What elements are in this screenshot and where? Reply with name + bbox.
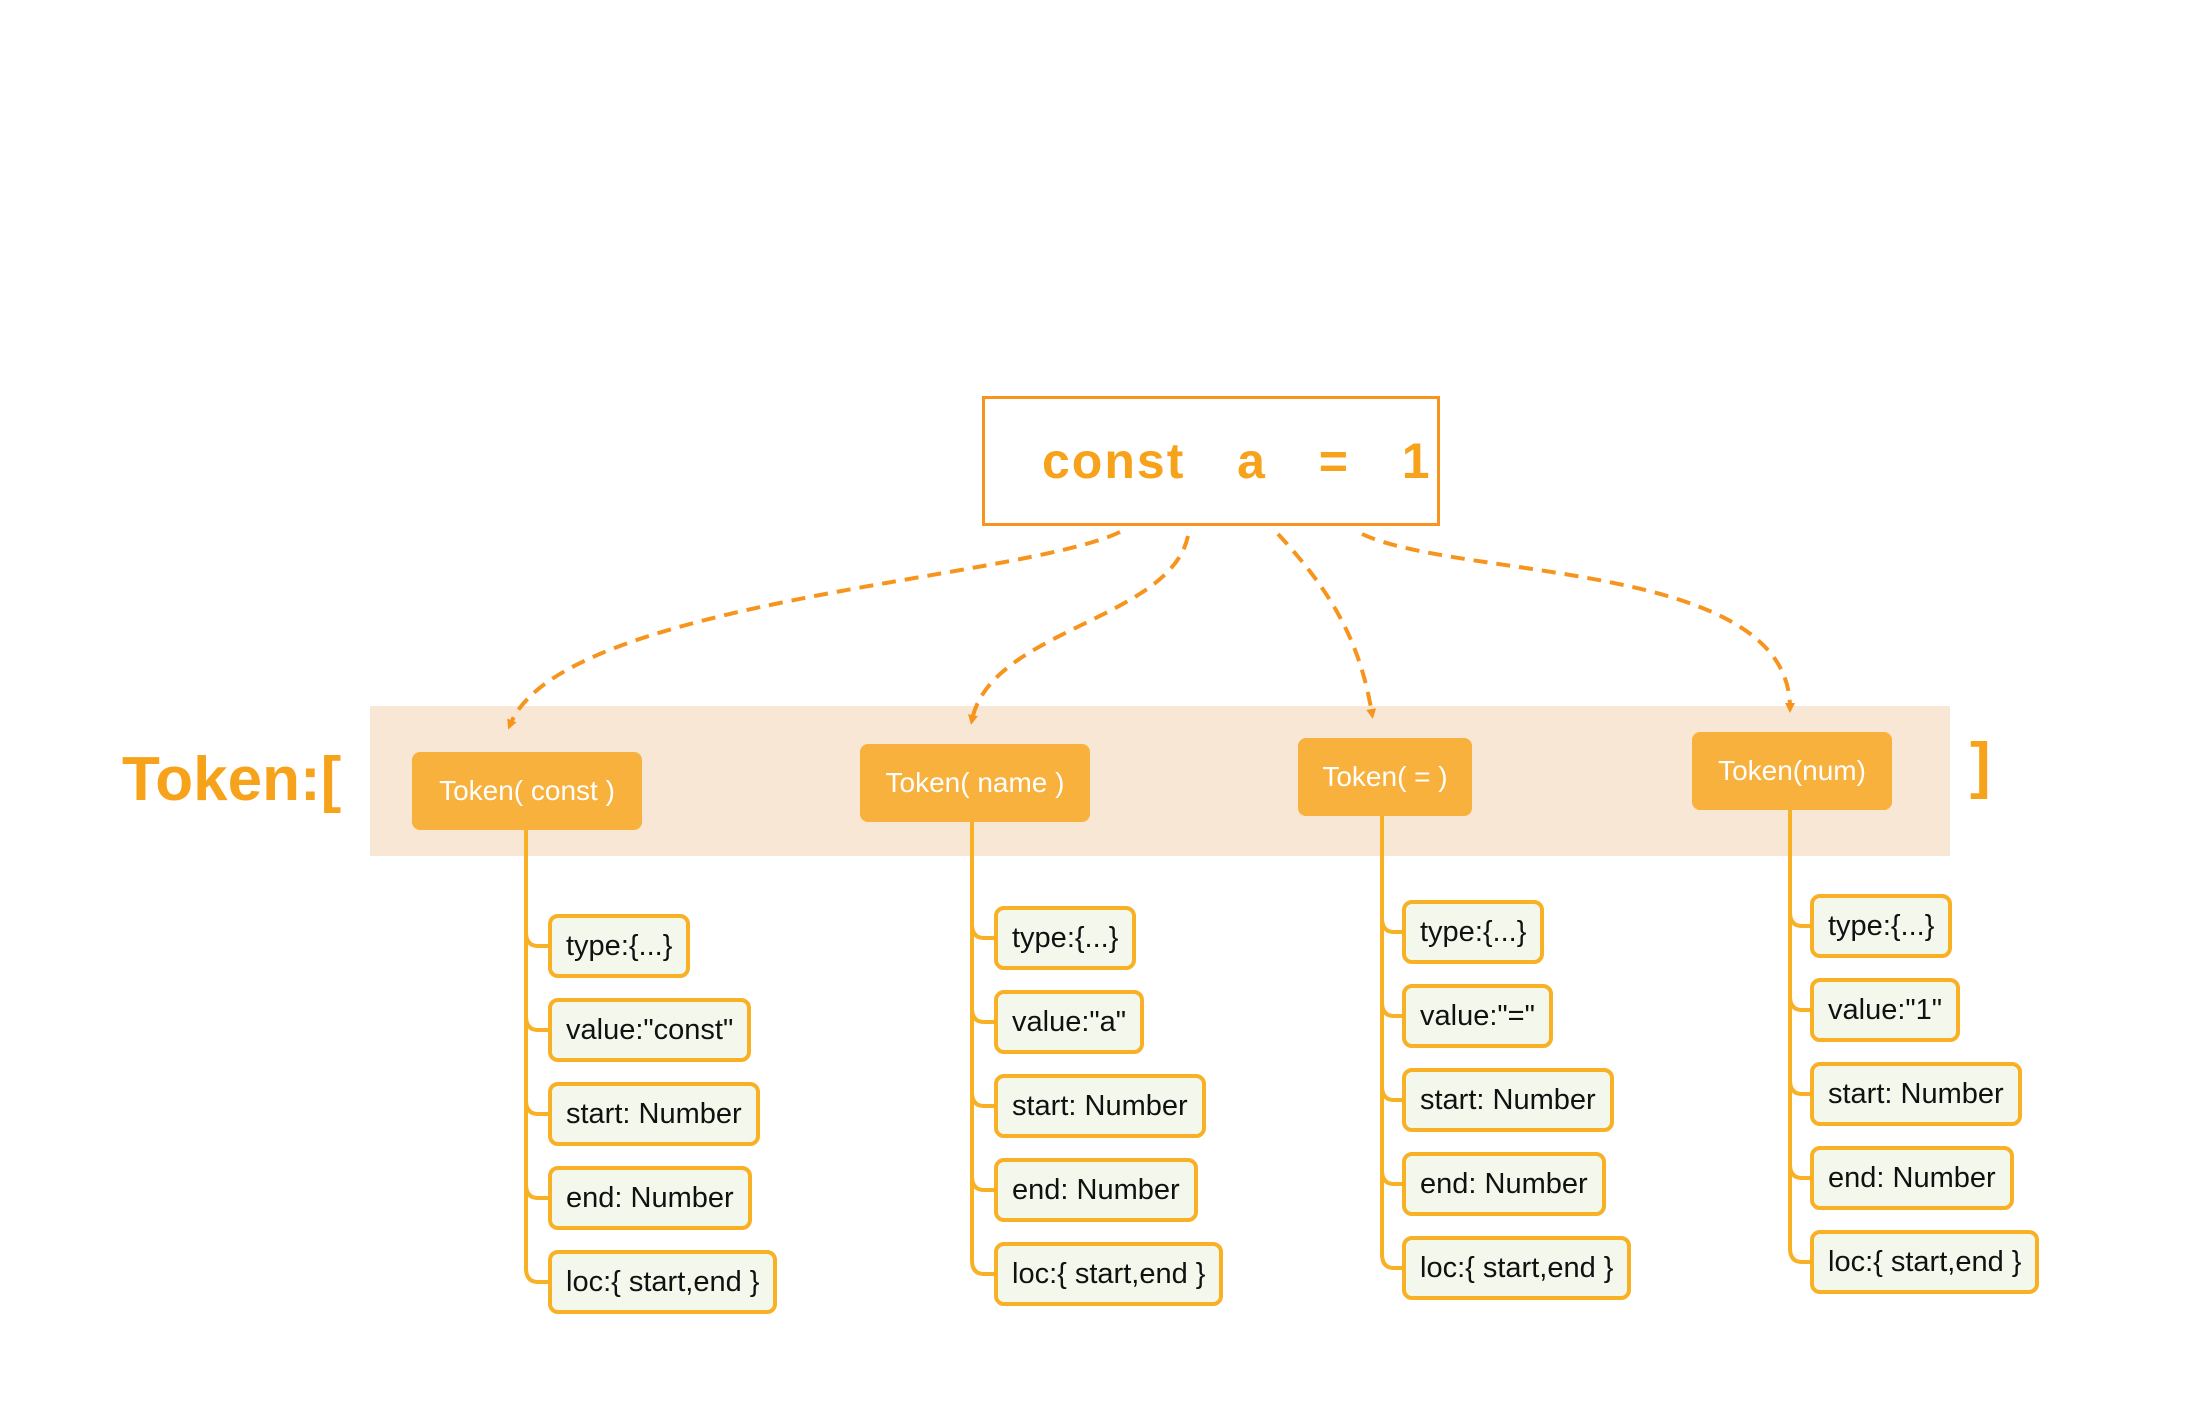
tree-token-name-branch (970, 1091, 996, 1108)
tree-token-const-branch (524, 1015, 550, 1032)
token-equals: Token( = ) (1298, 738, 1472, 816)
token-array-open: Token:[ (122, 745, 342, 814)
token-num: Token(num) (1692, 732, 1892, 810)
tree-token-num-branch (1788, 1163, 1812, 1180)
source-code-box (982, 396, 1440, 526)
tree-token-num-branch (1788, 911, 1812, 928)
token-equals-type: type:{...} (1402, 900, 1545, 964)
token-num-type: type:{...} (1810, 894, 1953, 958)
tree-token-name-branch (970, 1175, 996, 1192)
tree-token-const-branch (524, 1099, 550, 1116)
token-name-start: start: Number (994, 1074, 1206, 1138)
tree-token-name-branch (970, 923, 996, 940)
arrow-to-token-num (1361, 532, 1795, 713)
token-name-end: end: Number (994, 1158, 1198, 1222)
tree-token-const-branch (524, 1267, 550, 1284)
tree-token-num-branch (1788, 1247, 1812, 1264)
token-name: Token( name ) (860, 744, 1090, 822)
token-equals-start: start: Number (1402, 1068, 1614, 1132)
token-num-end: end: Number (1810, 1146, 2014, 1210)
token-num-start: start: Number (1810, 1062, 2022, 1126)
token-const-start: start: Number (548, 1082, 760, 1146)
source-code: const a = 1 (1042, 433, 1432, 489)
token-name-type: type:{...} (994, 906, 1137, 970)
tree-token-equals-branch (1380, 1169, 1404, 1186)
token-name-loc: loc:{ start,end } (994, 1242, 1224, 1306)
token-const-loc: loc:{ start,end } (548, 1250, 778, 1314)
tree-token-num-branch (1788, 1079, 1812, 1096)
tree-token-name-branch (970, 1007, 996, 1024)
token-num-loc: loc:{ start,end } (1810, 1230, 2040, 1294)
arrow-to-token-equals (1276, 532, 1377, 719)
arrow-to-token-const (507, 530, 1121, 730)
tree-token-equals-branch (1380, 1085, 1404, 1102)
tree-token-const-branch (524, 1183, 550, 1200)
token-name-value: value:"a" (994, 990, 1145, 1054)
tree-token-equals-branch (1380, 1253, 1404, 1270)
token-array-close: ] (1970, 731, 1991, 800)
token-const-end: end: Number (548, 1166, 752, 1230)
arrow-to-token-name (968, 535, 1190, 725)
tree-token-const-branch (524, 931, 550, 948)
tree-token-num-branch (1788, 995, 1812, 1012)
tree-token-equals-branch (1380, 917, 1404, 934)
token-num-value: value:"1" (1810, 978, 1961, 1042)
tree-token-equals-branch (1380, 1001, 1404, 1018)
token-const: Token( const ) (412, 752, 642, 830)
token-equals-loc: loc:{ start,end } (1402, 1236, 1632, 1300)
tree-token-name-branch (970, 1259, 996, 1276)
token-equals-end: end: Number (1402, 1152, 1606, 1216)
token-const-value: value:"const" (548, 998, 752, 1062)
token-const-type: type:{...} (548, 914, 691, 978)
token-equals-value: value:"=" (1402, 984, 1553, 1048)
